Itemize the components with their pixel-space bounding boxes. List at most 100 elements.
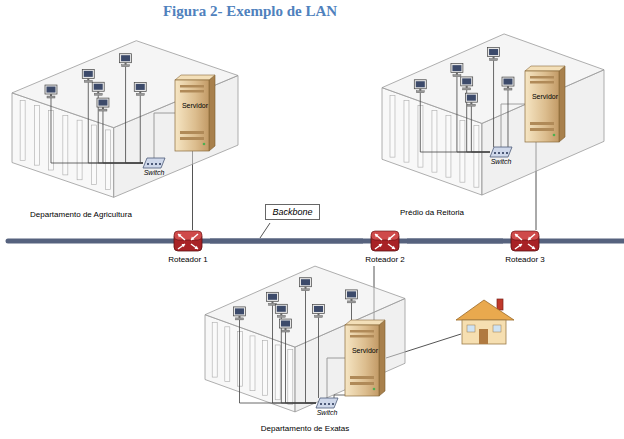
computer-icon [461,77,473,90]
callout-box: Backbone [265,204,320,220]
computer-screen [503,79,512,85]
building: Prédio da ReitoriaServidorSwitch [382,25,604,220]
router-arrow-head [195,246,198,249]
server-front [175,80,209,151]
computer-base [47,96,55,98]
computer-stand [87,78,89,80]
computer-base [453,75,461,77]
computer-stand [305,287,307,289]
computer-icon [346,290,358,303]
computer-base [467,104,475,106]
computer-base [282,330,290,332]
server-box-shape [345,320,385,396]
house-window [467,325,475,332]
computer-base [504,88,512,90]
router-arrow-head [191,237,194,240]
building-roof [382,34,604,124]
computer-icon [275,304,287,317]
router-arrow [515,244,522,249]
lan-wire [471,106,490,152]
computer-monitor [488,48,500,57]
computer-monitor [275,304,287,313]
computer-base [348,301,356,303]
computer-base [302,289,310,291]
switch-port [332,403,334,405]
switch-device-shape [490,147,512,157]
computer-stand [285,328,287,330]
router-arrow [388,244,395,249]
switch-port [498,152,500,154]
backbone-cable [210,239,363,244]
lan-wire [281,317,316,403]
computer-screen [46,87,55,93]
switch-port [151,163,153,165]
computer-monitor [267,292,279,301]
server-side [379,320,385,396]
computer-monitor [92,82,104,91]
building-label: Departamento de Exatas [261,424,350,434]
computer-screen [347,291,356,297]
router-top [174,231,202,240]
computer-screen [235,308,244,314]
lan-wire [318,317,319,398]
building-pillar [275,345,280,400]
router-top [511,231,539,240]
router-arrow-head [519,244,522,247]
server-label: Servidor [532,92,558,101]
computer-monitor [465,93,477,102]
server-top [175,75,215,80]
computer-monitor [313,304,325,313]
lan-wire [457,77,490,152]
computer-icon [300,278,312,291]
switch-label: Switch [317,409,338,417]
router-arrow [375,244,382,249]
computer-stand [102,107,104,109]
computer-stand [493,57,495,59]
server-led [203,143,206,146]
lan-wire [493,61,494,147]
server-slot [180,90,204,93]
computer-screen [277,306,286,312]
server-slot [350,330,374,333]
server-slot [530,128,554,131]
computer-stand [419,89,421,91]
computer-icon [97,98,109,111]
building-pillar [225,327,230,382]
server-top [525,66,565,71]
backbone-cable [407,239,503,244]
building-label: Departamento de Agricultura [30,210,132,220]
switch-body [490,147,512,157]
computer-base [136,93,144,95]
switch-port [159,163,161,165]
router-arrow-head [388,237,391,240]
computer-monitor [280,319,292,328]
lan-wires [420,61,508,152]
computer-base [122,65,130,67]
server-slot [180,131,204,134]
house-wall [462,320,506,344]
switch-port [147,163,149,165]
lan-wire [98,95,143,163]
server-front [345,325,379,396]
lan-wire [273,305,317,403]
computer-icon [82,69,94,82]
switch-port [328,403,330,405]
computer-base [416,91,424,93]
server-top [345,320,385,325]
computer-icon [92,82,104,95]
building-pillar [446,116,451,178]
switch-device: Switch [142,158,166,178]
switch-port [155,163,157,165]
computer-base [490,59,498,61]
building-pillar [474,126,479,188]
computer-screen [136,84,145,90]
computer-screen [94,84,103,90]
lan-wire [103,111,143,163]
server-slot [350,376,374,379]
computer-stand [507,86,509,88]
router-shape [173,230,203,252]
computer-icon [45,85,57,98]
computer-monitor [451,64,463,73]
computer-stand [318,313,320,315]
router: Roteador 2 [363,230,407,266]
